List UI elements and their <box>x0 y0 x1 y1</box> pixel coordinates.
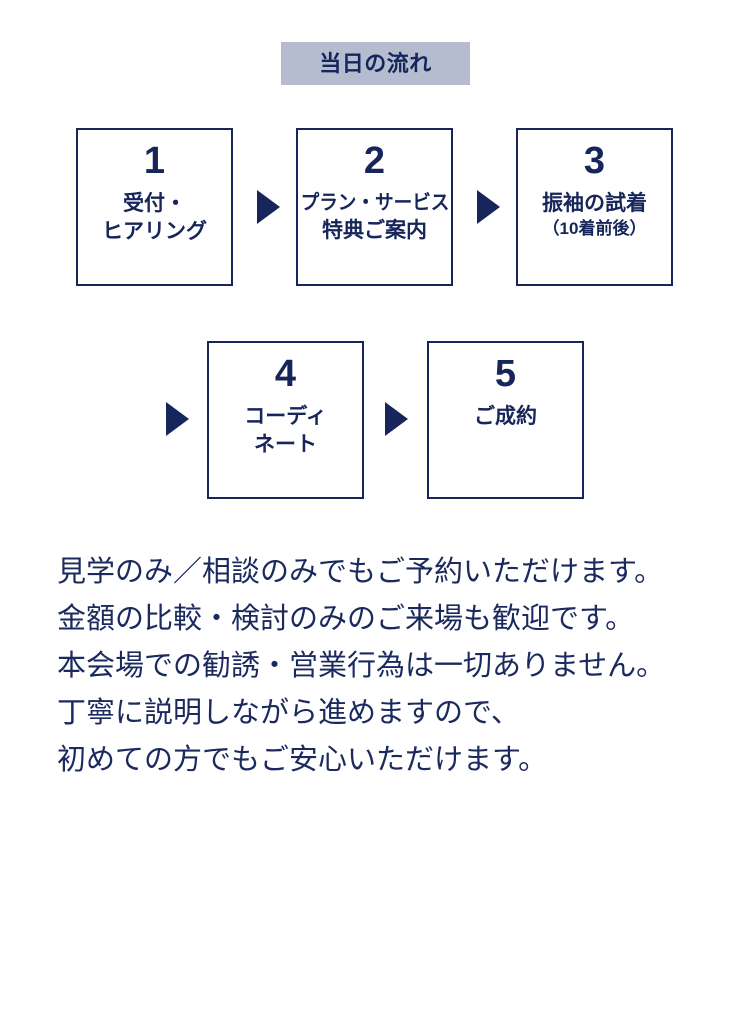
flow-step-4-label-line-2: ネート <box>254 433 317 457</box>
flow-step-4: 4 コーディ ネート <box>207 341 364 499</box>
triangle-right-icon <box>477 190 500 224</box>
flow-step-1-number: 1 <box>143 140 166 182</box>
section-heading-text: 当日の流れ <box>319 50 432 76</box>
note-line-4: 丁寧に説明しながら進めますので、 <box>57 697 520 729</box>
note-line-5: 初めての方でもご安心いただけます。 <box>57 744 548 776</box>
triangle-right-icon <box>385 402 408 436</box>
flow-step-5: 5 ご成約 <box>427 341 584 499</box>
flow-step-1: 1 受付・ ヒアリング <box>76 128 233 286</box>
flow-step-2: 2 プラン・サービス 特典ご案内 <box>296 128 453 286</box>
flow-step-2-label-line-2: 特典ご案内 <box>322 218 427 242</box>
note-line-2: 金額の比較・検討のみのご来場も歓迎です。 <box>57 603 635 635</box>
notes-paragraph: 見学のみ／相談のみでもご予約いただけます。 金額の比較・検討のみのご来場も歓迎で… <box>57 549 717 784</box>
flow-step-1-label-line-1: 受付・ <box>123 191 186 215</box>
flow-step-4-label-line-1: コーディ <box>244 404 327 428</box>
note-line-3: 本会場での勧誘・営業行為は一切ありません。 <box>57 650 666 682</box>
flow-step-4-number: 4 <box>274 353 297 395</box>
flow-step-4-label: コーディ ネート <box>209 403 362 460</box>
flow-step-1-label: 受付・ ヒアリング <box>78 190 231 247</box>
triangle-right-icon <box>166 402 189 436</box>
flow-step-1-label-line-2: ヒアリング <box>102 220 207 244</box>
flow-step-2-number: 2 <box>363 140 386 182</box>
flow-step-3-number: 3 <box>583 140 606 182</box>
flow-step-3: 3 振袖の試着 （10着前後） <box>516 128 673 286</box>
section-heading-banner: 当日の流れ <box>281 42 470 85</box>
flow-step-5-label-line-1: ご成約 <box>474 404 537 428</box>
flow-step-5-number: 5 <box>494 353 517 395</box>
flow-step-2-label: プラン・サービス 特典ご案内 <box>298 190 451 245</box>
flow-step-2-label-line-1: プラン・サービス <box>300 191 449 214</box>
flow-step-5-label: ご成約 <box>429 403 582 431</box>
note-line-1: 見学のみ／相談のみでもご予約いただけます。 <box>57 556 664 588</box>
triangle-right-icon <box>257 190 280 224</box>
flow-step-3-label: 振袖の試着 （10着前後） <box>518 190 671 241</box>
flow-step-3-label-line-2: （10着前後） <box>542 219 647 239</box>
flow-step-3-label-line-1: 振袖の試着 <box>542 191 647 215</box>
